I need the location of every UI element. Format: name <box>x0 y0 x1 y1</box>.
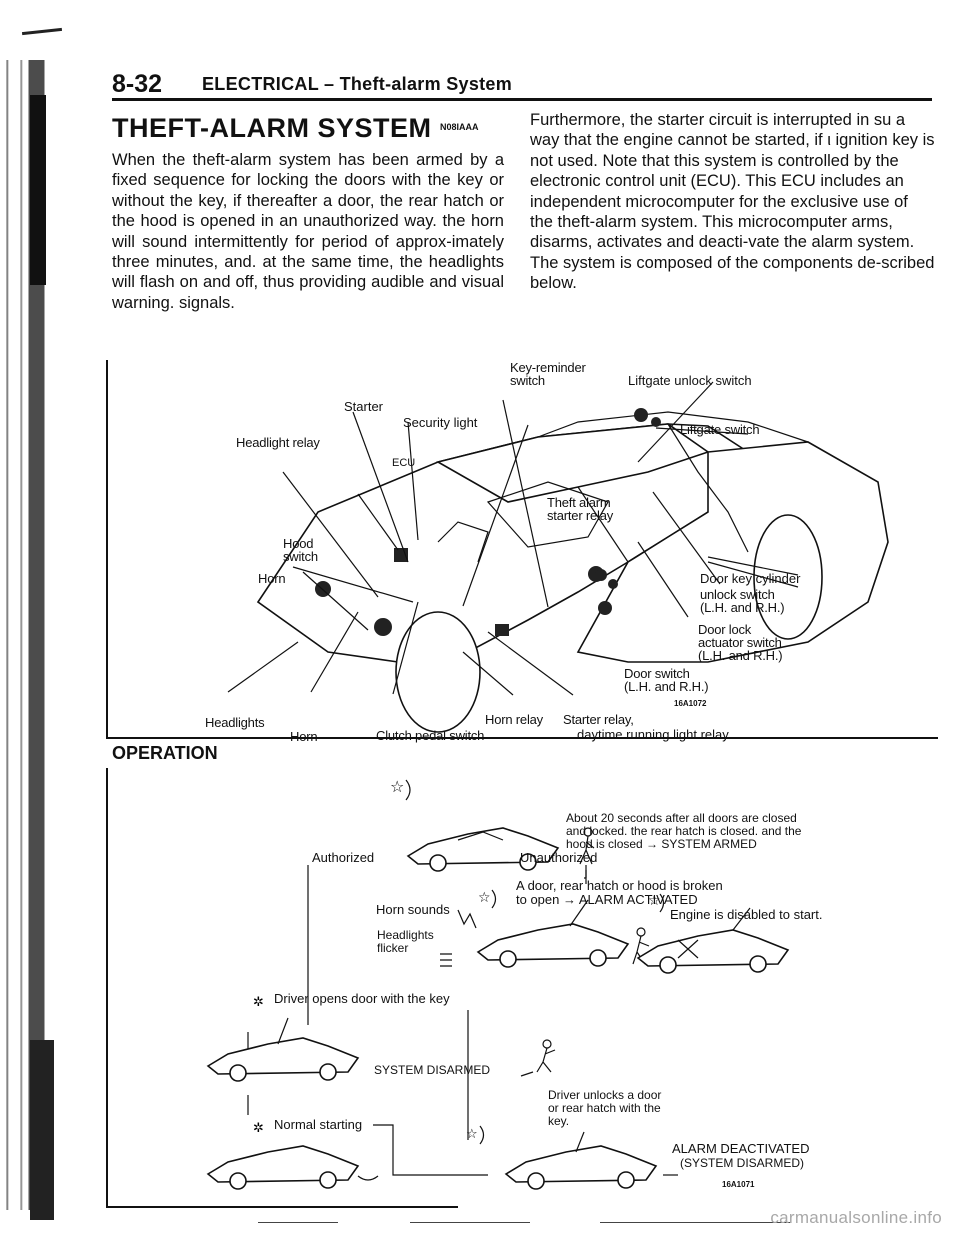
system-disarmed-label: SYSTEM DISARMED <box>374 1063 491 1077</box>
security-light-label: Security light <box>403 415 478 430</box>
headlights-flicker-label: Headlights flicker <box>377 928 434 955</box>
starter-label: Starter <box>344 399 384 414</box>
component-figure-frame <box>106 360 938 739</box>
ecu-label: ECU <box>392 457 416 469</box>
page-header-title: ELECTRICAL – Theft-alarm System <box>202 74 513 94</box>
normal-starting-label: Normal starting <box>274 1117 363 1132</box>
engine-disabled-text: Engine is disabled to start. <box>670 907 823 922</box>
bottom-rule <box>108 1206 458 1208</box>
system-disarmed-paren-label: (SYSTEM DISARMED) <box>680 1156 805 1170</box>
operation-flow-diagram: ☆ ☆ ☆ ✲ ✲ <box>206 777 790 1190</box>
operation-figure-code: 16A1071 <box>722 1180 755 1189</box>
section-code: N08IAAA <box>440 122 479 132</box>
liftgate-switch-label: Liftgate switch <box>680 422 760 437</box>
svg-text:✲: ✲ <box>253 1121 264 1136</box>
starter-relay-label: Starter relay, <box>563 712 634 727</box>
header-rule <box>112 98 932 101</box>
horn-sounds-label: Horn sounds <box>376 902 450 917</box>
system-armed-text: About 20 seconds after all doors are clo… <box>566 811 802 851</box>
door-switch-label: Door switch (L.H. and R.H.) <box>624 666 709 694</box>
theft-alarm-starter-relay-label: Theft alarm starter relay <box>547 495 614 523</box>
svg-text:☆: ☆ <box>390 777 404 796</box>
horn-label-top: Horn <box>258 571 286 586</box>
watermark: carmanualsonline.info <box>770 1208 942 1227</box>
headlight-relay-label: Headlight relay <box>236 435 320 450</box>
horn-relay-label: Horn relay <box>485 712 543 727</box>
horn-label-bottom: Horn <box>290 729 318 744</box>
door-lock-actuator-switch-label: Door lock actuator switch (L.H. and R.H.… <box>698 622 783 663</box>
unlock-switch-label: unlock switch (L.H. and R.H.) <box>700 587 785 615</box>
daytime-running-light-relay-label: daytime running light relay <box>577 727 729 742</box>
operation-figure-frame <box>106 768 108 1208</box>
svg-text:☆: ☆ <box>648 893 661 909</box>
footer-rule <box>600 1222 790 1223</box>
key-reminder-switch-label: Key-reminder switch <box>510 360 586 388</box>
alarm-activated-text: to open → ALARM ACTIVATED <box>516 892 698 907</box>
alarm-deactivated-label: ALARM DEACTIVATED <box>672 1141 810 1156</box>
svg-text:☆: ☆ <box>466 1127 478 1142</box>
door-key-cylinder-label: Door key cylinder <box>700 571 801 586</box>
car-component-diagram <box>227 381 889 733</box>
liftgate-unlock-switch-label: Liftgate unlock switch <box>628 373 752 388</box>
binding-shadow <box>30 95 46 285</box>
operation-title: OPERATION <box>112 743 218 763</box>
hood-switch-label: Hood switch <box>283 536 318 564</box>
headlights-label: Headlights <box>205 715 265 730</box>
page-number: 8-32 <box>112 70 163 98</box>
figure-code: 16A1072 <box>674 699 707 708</box>
authorized-label: Authorized <box>312 850 375 865</box>
svg-text:✲: ✲ <box>253 995 264 1010</box>
ecu-paragraph: Furthermore, the starter circuit is inte… <box>530 111 935 252</box>
unauthorized-label: Unauthorized <box>520 850 598 865</box>
binding-shadow <box>30 1040 54 1220</box>
components-paragraph: The system is composed of the components… <box>530 253 935 293</box>
footer-rule <box>410 1222 530 1223</box>
intro-paragraph: When the theft-alarm system has been arm… <box>112 151 504 312</box>
clutch-pedal-switch-label: Clutch pedal switch <box>376 728 485 743</box>
svg-text:☆: ☆ <box>478 890 491 906</box>
footer-rule <box>258 1222 338 1223</box>
driver-unlocks-text: Driver unlocks a door or rear hatch with… <box>548 1088 662 1128</box>
right-column: Furthermore, the starter circuit is inte… <box>530 110 935 294</box>
driver-opens-door-text: Driver opens door with the key <box>274 991 450 1006</box>
section-title: THEFT-ALARM SYSTEM <box>112 113 432 143</box>
alarm-trigger-text: A door, rear hatch or hood is broken <box>516 878 723 893</box>
scan-mark <box>21 27 63 36</box>
